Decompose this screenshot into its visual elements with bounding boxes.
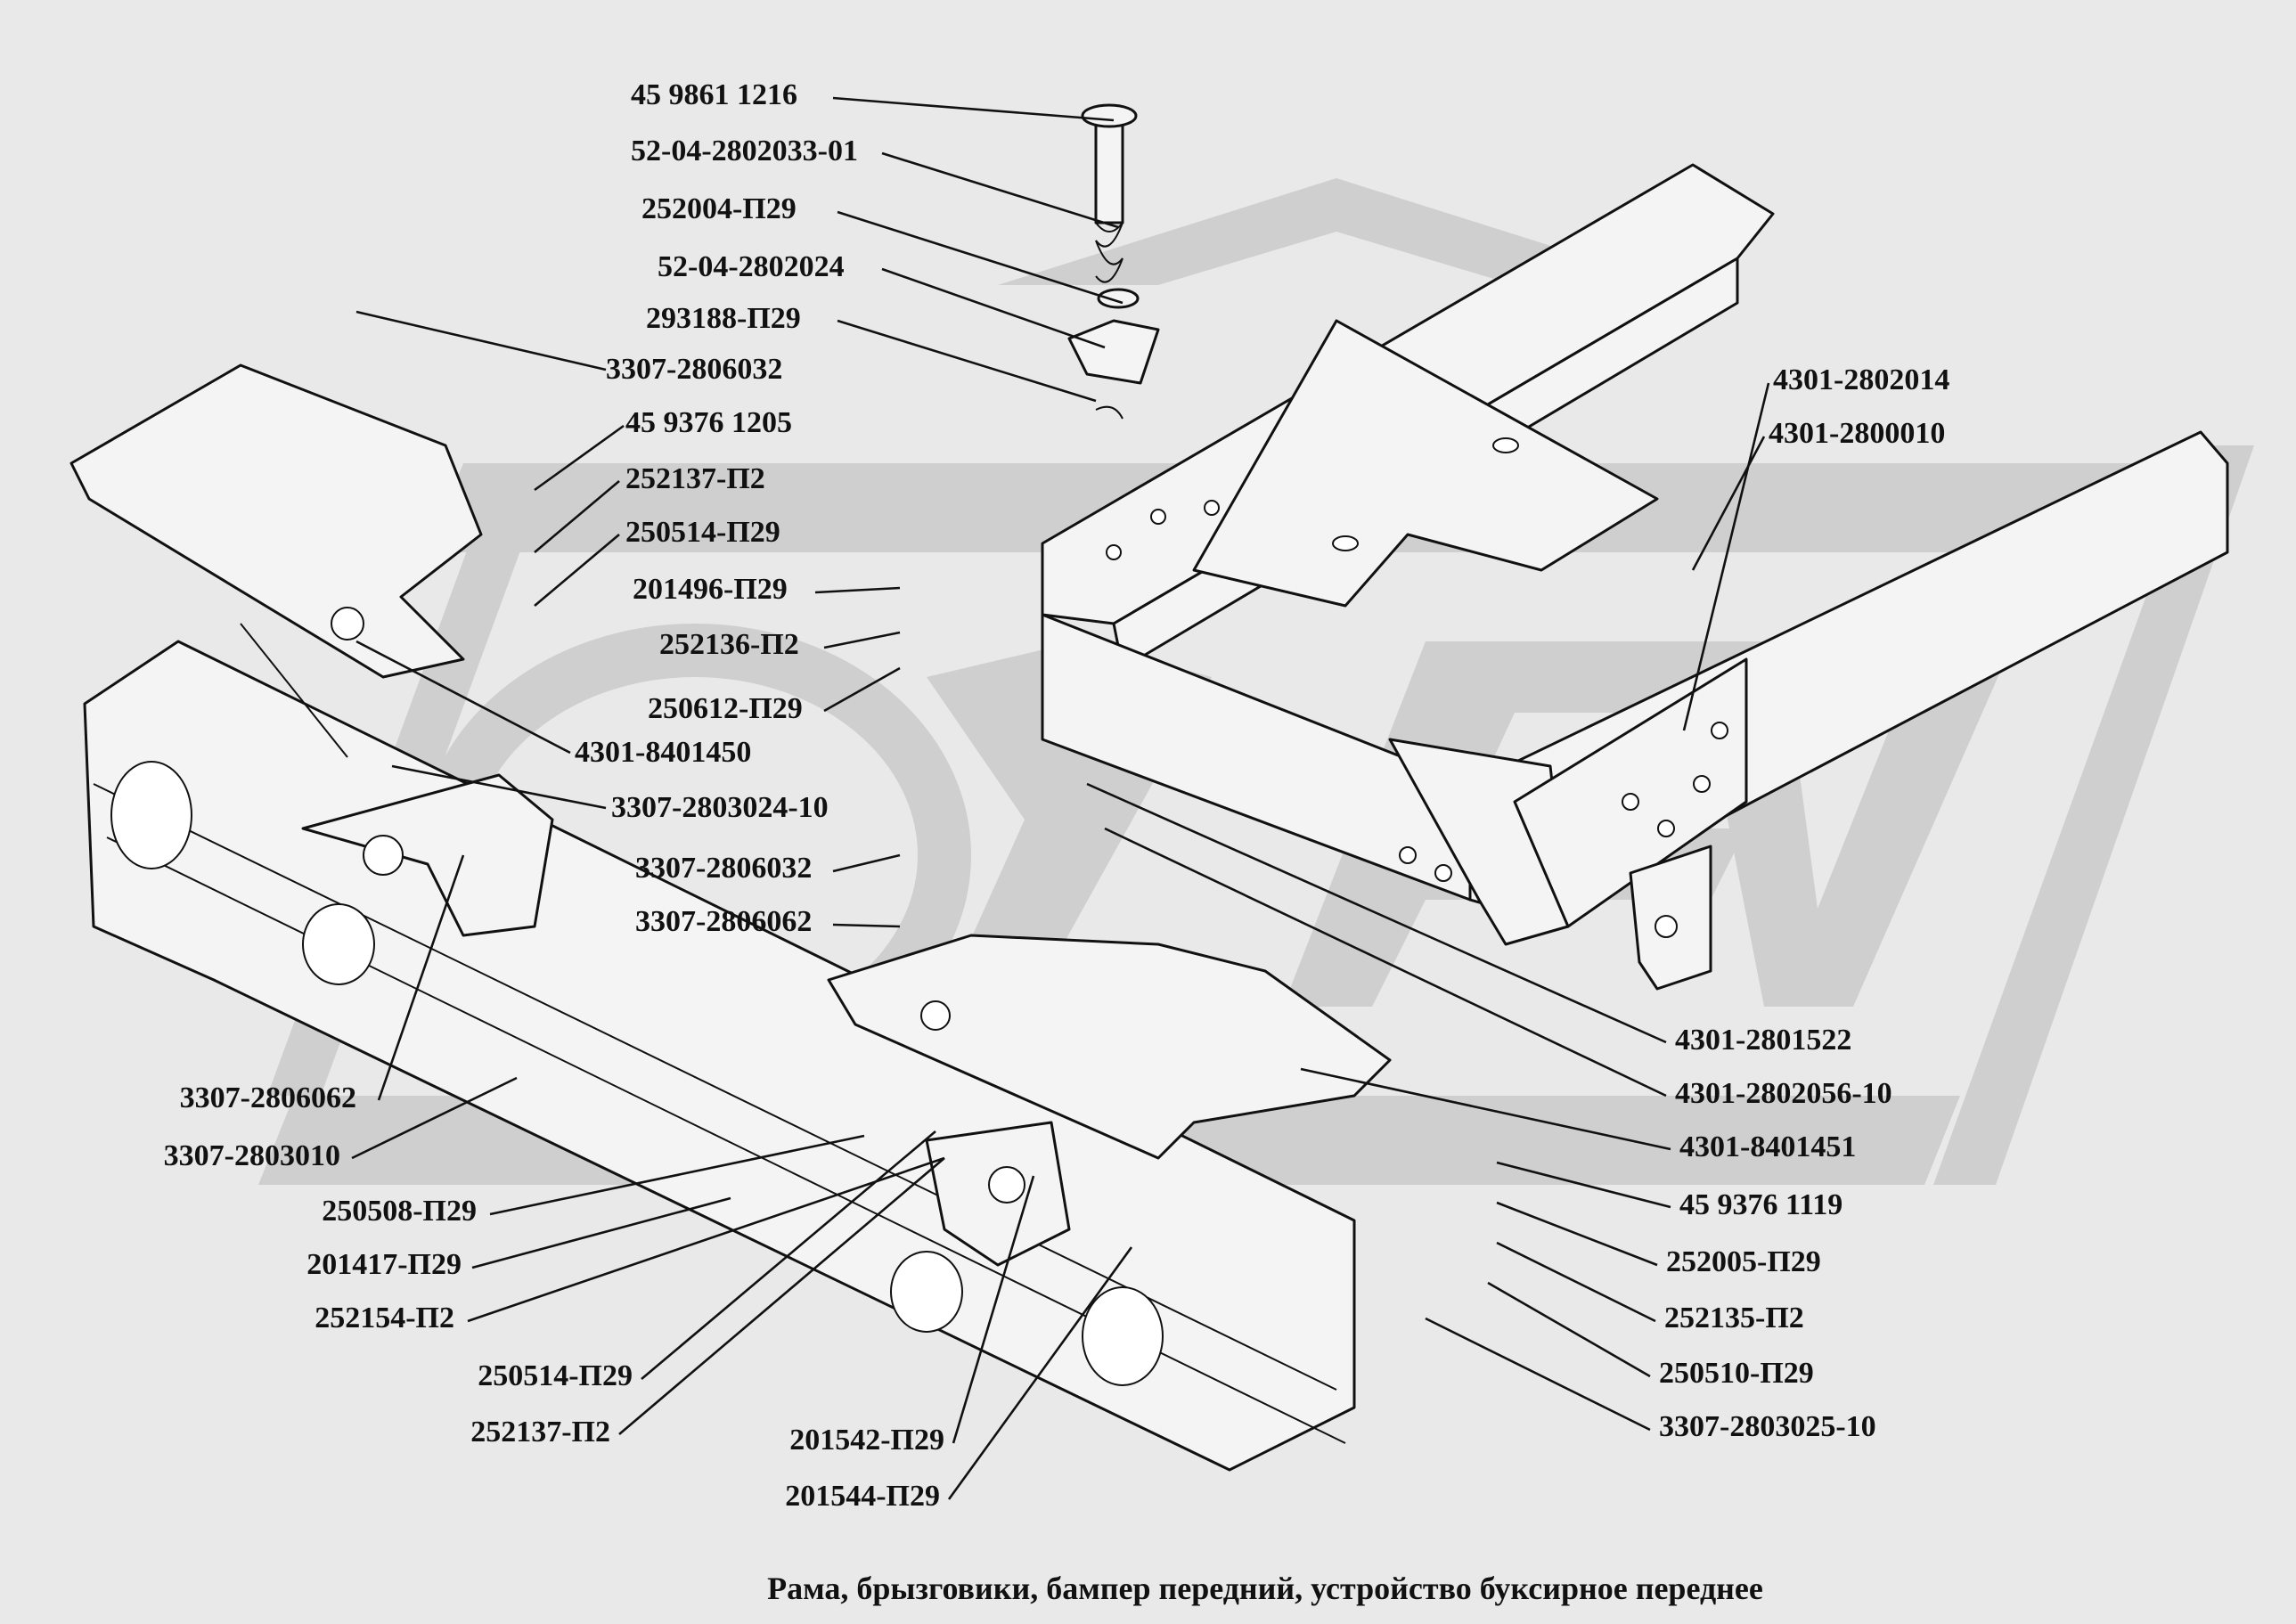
part-number-label: 250612-П29 [648, 692, 803, 725]
leader-line [947, 1246, 1133, 1500]
leader-line [1682, 382, 1770, 731]
leader-line [823, 666, 901, 713]
part-number-label: 52-04-2802024 [658, 250, 845, 283]
part-number-label: 3307-2803024-10 [611, 791, 829, 824]
part-number-label: 252137-П2 [625, 462, 765, 495]
part-number-label: 3307-2806062 [180, 1081, 356, 1114]
part-number-label: 4301-2800010 [1769, 417, 1945, 450]
leader-line [618, 1157, 945, 1435]
part-number-label: 201544-П29 [785, 1480, 940, 1513]
part-number-label: 4301-2802014 [1773, 363, 1949, 396]
part-number-label: 4301-2801522 [1675, 1024, 1851, 1057]
leader-line [952, 1175, 1035, 1444]
leader-line [534, 534, 620, 607]
leader-line [832, 923, 901, 928]
part-number-label: 252137-П2 [470, 1416, 610, 1449]
leader-line [814, 586, 901, 594]
leader-line [1496, 1201, 1658, 1267]
part-labels: 45 9861 1216 52-04-2802033-01 252004-П29 52… [164, 78, 1950, 1513]
part-number-label: 252154-П2 [315, 1302, 454, 1334]
leader-line [471, 1196, 731, 1269]
part-number-label: 250514-П29 [478, 1359, 633, 1392]
part-number-label: 250510-П29 [1659, 1357, 1814, 1390]
leader-line [1086, 782, 1667, 1044]
leader-line [1487, 1281, 1651, 1378]
part-number-label: 250514-П29 [625, 516, 780, 549]
part-number-label: 52-04-2802033-01 [631, 135, 858, 167]
leader-line [1496, 1241, 1656, 1323]
part-number-label: 3307-2806032 [606, 353, 782, 386]
part-number-label: 4301-8401450 [575, 736, 751, 769]
leader-line [641, 1130, 936, 1380]
front-bumper [83, 623, 1356, 1472]
leader-line [534, 424, 625, 492]
part-number-label: 3307-2806062 [635, 905, 812, 938]
leader-line [1691, 436, 1766, 571]
leader-line [377, 854, 465, 1101]
part-number-label: 4301-2802056-10 [1675, 1077, 1892, 1110]
frame-assembly [1041, 163, 2229, 991]
part-number-label: 252136-П2 [659, 628, 799, 661]
part-number-label: 293188-П29 [646, 302, 801, 335]
leader-line [1496, 1161, 1671, 1209]
leader-line [832, 96, 1115, 122]
part-number-label: 45 9376 1119 [1679, 1188, 1843, 1221]
part-number-label: 250508-П29 [322, 1195, 477, 1228]
diagram-caption: Рама, брызговики, бампер передний, устро… [767, 1571, 1763, 1606]
leader-line [832, 853, 901, 873]
leader-line [837, 319, 1097, 403]
leader-line [391, 764, 607, 810]
leader-line [881, 267, 1106, 349]
part-number-label: 4301-8401451 [1679, 1130, 1856, 1163]
leader-line [355, 640, 571, 755]
leader-line [351, 1076, 518, 1160]
part-number-label: 252005-П29 [1666, 1245, 1821, 1278]
part-number-label: 201542-П29 [789, 1424, 944, 1457]
part-number-label: 252004-П29 [641, 192, 797, 225]
part-number-label: 201496-П29 [633, 573, 788, 606]
leader-line [823, 631, 901, 649]
part-number-label: 45 9376 1205 [625, 406, 792, 439]
part-number-label: 45 9861 1216 [631, 78, 797, 111]
leader-line [489, 1134, 865, 1216]
leader-line [1104, 827, 1667, 1098]
leader-line [1425, 1317, 1651, 1432]
leader-line [1300, 1067, 1671, 1151]
leader-line [534, 480, 620, 553]
part-number-label: 3307-2803025-10 [1659, 1410, 1876, 1443]
part-number-label: 252135-П2 [1664, 1302, 1804, 1334]
leader-lines [351, 96, 1770, 1500]
part-number-label: 3307-2803010 [164, 1139, 340, 1172]
tow-pin-assembly [1067, 103, 1160, 420]
leader-line [467, 1156, 945, 1323]
part-number-label: 3307-2806032 [635, 852, 812, 885]
mud-flap-right [827, 934, 1392, 1160]
leader-line [837, 210, 1123, 305]
leader-line [355, 310, 607, 371]
mud-flap-left [69, 363, 483, 679]
leader-line [881, 151, 1119, 229]
part-number-label: 201417-П29 [306, 1248, 462, 1281]
